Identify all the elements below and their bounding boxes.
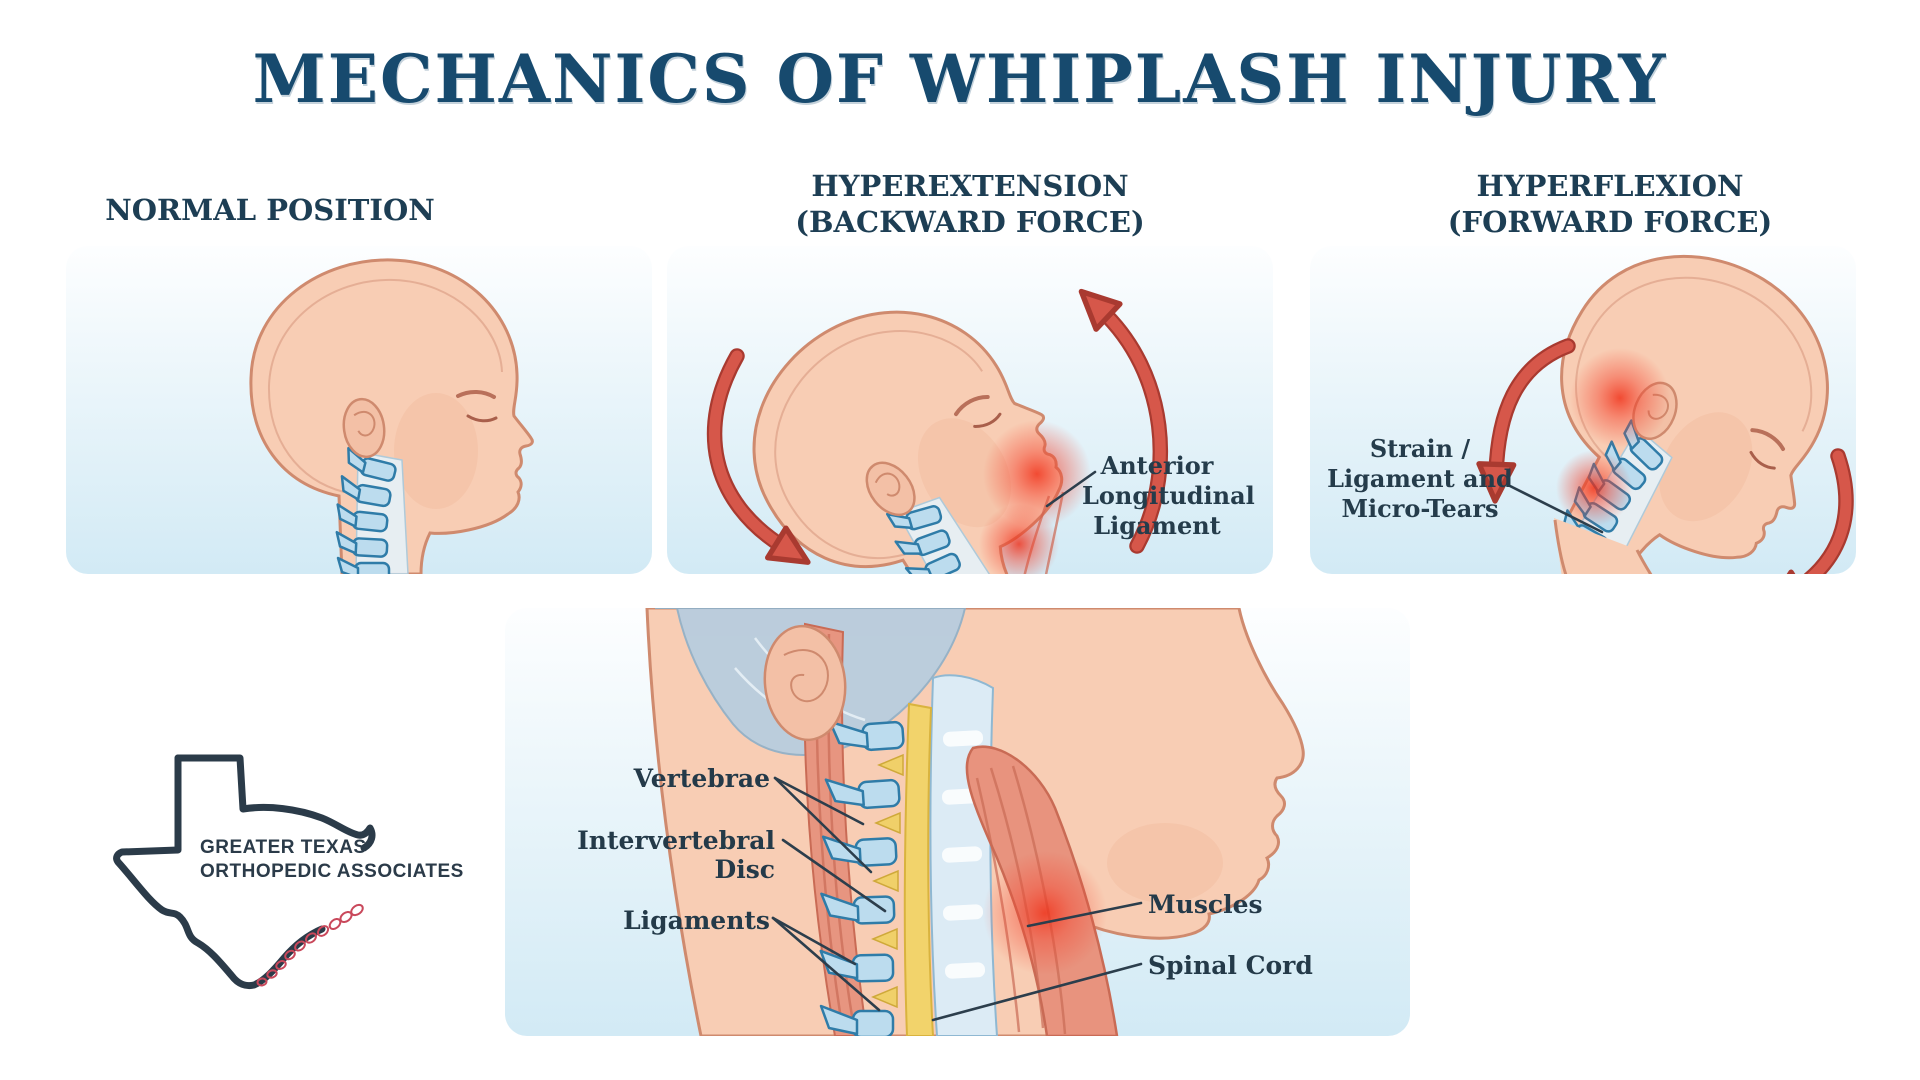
spinal-cord-shape [903,702,935,1036]
ligaments-label: Ligaments [623,906,770,935]
injury-glow-throat [983,420,1091,528]
heading-hyperextension-line2: (BACKWARD FORCE) [795,205,1145,239]
ear [763,624,847,742]
panel-hyperextension: Anterior Longitudinal Ligament [667,246,1273,574]
page-title: MECHANICS OF WHIPLASH INJURY [252,40,1668,118]
forward-force-arrow-left [1476,338,1576,504]
heading-hyperflexion-line1: HYPERFLEXION [1476,169,1744,203]
strain-leader-line [1508,484,1604,534]
injury-glow-muscle [983,851,1107,975]
clinic-logo: GREATER TEXAS ORTHOPEDIC ASSOCIATES [100,752,580,1002]
injury-glow-lower-spine [1556,450,1632,526]
backward-force-arrow-left [706,348,811,565]
heading-hyperflexion-line2: (FORWARD FORCE) [1447,205,1773,239]
neck-anatomy-illustration [645,608,1305,1036]
intervertebral-disc-label: Intervertebral Disc [577,826,775,884]
intervertebral-discs [871,753,904,1009]
heading-hyperflexion: HYPERFLEXION (FORWARD FORCE) [1410,168,1810,240]
spinal-cord-label: Spinal Cord [1148,951,1313,980]
vertebrae-label: Vertebrae [633,764,770,793]
panel-neck-anatomy: Vertebrae Intervertebral Disc Ligaments … [505,608,1410,1036]
heading-normal-position: NORMAL POSITION [105,193,435,227]
panel-normal-position [66,246,652,574]
heading-hyperextension-line1: HYPEREXTENSION [811,169,1129,203]
heading-hyperextension: HYPEREXTENSION (BACKWARD FORCE) [770,168,1170,240]
anterior-ligament-label-line1: Anterior [1100,451,1214,480]
anterior-ligament-label-line2: Longitudinal [1082,481,1255,510]
forward-force-arrow-right [1766,448,1854,574]
normal-position-illustration [249,258,534,574]
panel-hyperflexion: Strain / Ligament and Micro-Tears [1310,246,1856,574]
injury-glow-anterior-ligament [979,504,1059,574]
hyperextension-illustration [706,288,1169,574]
hyperflexion-illustration [1476,255,1854,574]
backward-force-arrow-right [1078,288,1169,554]
clinic-name-line1: GREATER TEXAS [200,837,367,858]
logo-spine-icon [256,903,364,987]
strain-label: Strain / Ligament and Micro-Tears [1325,434,1515,524]
anterior-ligament-label: Anterior Longitudinal Ligament [1082,451,1255,541]
strain-label-line1: Strain / [1369,434,1471,463]
cervical-vertebrae [819,720,905,1036]
anterior-ligament-leader-line [1045,470,1097,508]
anterior-ligament-label-line3: Ligament [1093,511,1221,540]
muscles-label: Muscles [1148,890,1263,919]
strain-label-line2: Ligament and [1327,464,1513,493]
texas-outline-icon [113,754,376,990]
clinic-name-line2: ORTHOPEDIC ASSOCIATES [200,861,464,882]
leader-lines [771,776,1143,1022]
clinic-name: GREATER TEXAS ORTHOPEDIC ASSOCIATES [200,836,464,884]
injury-glow-nape [1570,348,1670,448]
strain-label-line3: Micro-Tears [1341,494,1499,523]
